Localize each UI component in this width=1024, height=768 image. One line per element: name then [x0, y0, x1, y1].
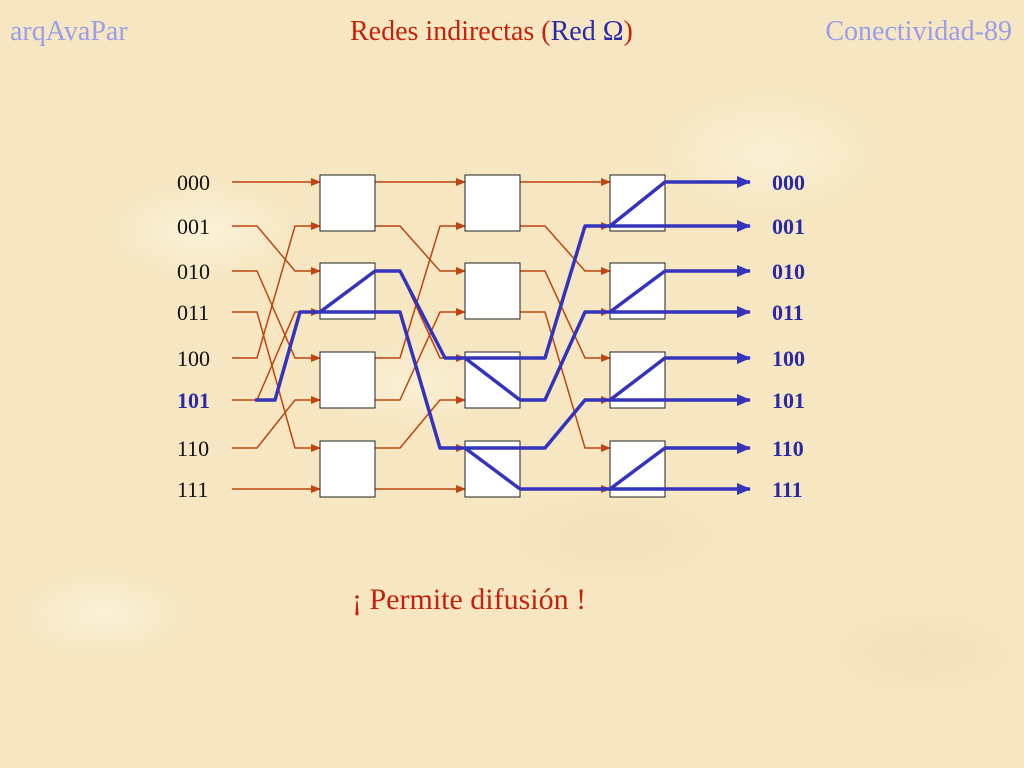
path-link2-a: [375, 269, 465, 360]
broadcast-note: ¡ Permite difusión !: [352, 583, 587, 616]
input-label-101: 101: [177, 388, 210, 413]
link-stage1-1: [232, 225, 321, 275]
red-links-layer: [232, 178, 611, 493]
path-input-101: [255, 310, 320, 402]
switch-s1-3: [319, 440, 376, 498]
output-label-110: 110: [772, 436, 804, 461]
path-out-2: [608, 265, 751, 314]
header-left-title: arqAvaPar: [10, 16, 128, 47]
link-stage2-1: [375, 225, 466, 275]
output-label-111: 111: [772, 477, 803, 502]
path-s2-sw2-down: [463, 356, 522, 402]
header-right-title: Conectividad-89: [825, 16, 1012, 47]
link-stage1-6: [232, 396, 321, 449]
link-stage3-1: [520, 225, 611, 275]
input-label-001: 001: [177, 214, 210, 239]
switch-s1-0: [319, 174, 376, 232]
link-stage1-3: [232, 311, 321, 452]
input-label-110: 110: [177, 436, 209, 461]
switch-s2-0: [464, 174, 521, 232]
input-label-000: 000: [177, 170, 210, 195]
broadcast-path-layer: [255, 176, 751, 495]
path-link3-c: [520, 398, 610, 450]
path-out-6: [608, 442, 751, 491]
path-out-4: [608, 352, 751, 402]
input-label-011: 011: [177, 300, 209, 325]
path-s1-sw1-up: [318, 269, 377, 314]
output-label-001: 001: [772, 214, 805, 239]
output-label-000: 000: [772, 170, 805, 195]
input-label-100: 100: [177, 346, 210, 371]
input-label-111: 111: [177, 477, 208, 502]
link-stage2-4: [375, 222, 466, 359]
path-link3-b: [520, 310, 610, 402]
path-link3-a: [520, 224, 610, 360]
link-stage1-2: [232, 270, 321, 362]
header-center-network-name: Red Ω: [550, 16, 624, 47]
input-label-010: 010: [177, 259, 210, 284]
header-center-suffix: ): [623, 16, 633, 47]
output-label-100: 100: [772, 346, 805, 371]
switch-s2-1: [464, 262, 521, 320]
link-stage1-4: [232, 222, 321, 359]
link-stage3-2: [520, 270, 611, 362]
path-link2-b: [375, 310, 465, 450]
header-center-title: Redes indirectas (Red Ω): [350, 14, 633, 50]
link-stage2-5: [375, 308, 466, 401]
link-stage3-3: [520, 311, 611, 452]
labels-layer: 000 001 010 011 100 101 110 111 000 001 010 011 100 1…: [177, 170, 805, 502]
link-stage2-6: [375, 396, 466, 449]
output-label-010: 010: [772, 259, 805, 284]
header-center-prefix: Redes indirectas (: [350, 16, 551, 47]
path-s2-sw3-down: [463, 446, 522, 491]
output-label-011: 011: [772, 300, 804, 325]
output-label-101: 101: [772, 388, 805, 413]
link-stage2-2: [375, 270, 466, 362]
path-out-0: [608, 176, 751, 228]
switch-s1-2: [319, 351, 376, 409]
link-stage1-5: [232, 308, 321, 401]
